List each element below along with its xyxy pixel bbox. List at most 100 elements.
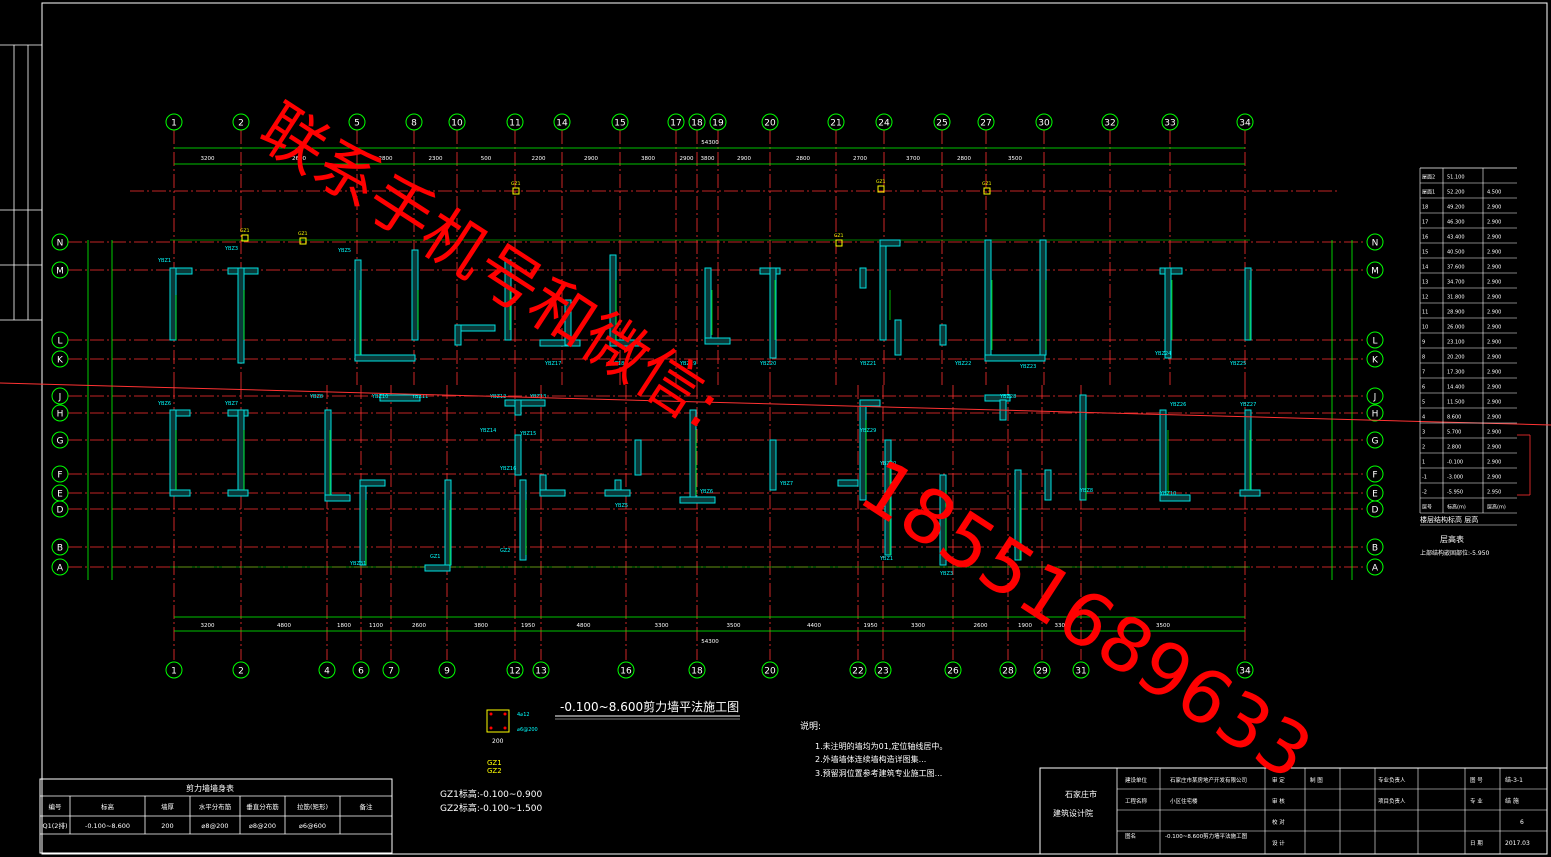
wall-label: YBZ11 <box>411 394 428 400</box>
grid-bubble-label: 1 <box>171 119 177 129</box>
shear-wall-segment <box>879 239 887 341</box>
grid-bubble-label: 6 <box>358 667 364 677</box>
floor-table-cell: 屋面2 <box>1422 175 1435 181</box>
grid-bubble-label: G <box>57 437 64 447</box>
wall-label: GZ1 <box>430 554 440 560</box>
grid-bubble-label: 18 <box>691 119 703 129</box>
dimension-text: 3800 <box>641 156 655 162</box>
dimension-text: 3300 <box>655 623 669 629</box>
wall-label: YBZ8 <box>309 394 323 400</box>
floor-table-cell: 14.400 <box>1447 385 1465 391</box>
floor-table-cell: 15 <box>1422 250 1428 256</box>
gz-marker-label: GZ1 <box>240 228 250 234</box>
shear-wall-segment <box>519 479 527 561</box>
note-item: 1.未注明的墙均为01,定位轴线居中。 <box>815 741 947 751</box>
floor-table-cell: 2.900 <box>1487 220 1501 226</box>
floor-table-note: 上部结构嵌固部位:-5.950 <box>1420 549 1490 557</box>
gz-section <box>486 709 510 733</box>
grid-bubble-label: 19 <box>712 119 724 129</box>
grid-bubble-label: 25 <box>936 119 947 129</box>
wall-label: YBZ19 <box>679 361 696 367</box>
title-block-cell: 工程名称 <box>1125 797 1148 805</box>
wall-table-cell: Q1(2排) <box>43 821 68 830</box>
gz-marker-label: GZ1 <box>834 233 844 239</box>
grid-bubble-label: A <box>1372 564 1379 574</box>
floor-table-cell: 52.200 <box>1447 190 1465 196</box>
grid-bubble-label: 1 <box>171 667 177 677</box>
gz-marker <box>983 187 991 195</box>
grid-bubble-label: 15 <box>614 119 625 129</box>
wall-label: YBZ26 <box>1169 402 1186 408</box>
shear-wall-segment <box>539 489 566 497</box>
grid-bubble-label: 14 <box>556 119 568 129</box>
floor-table-cell: 2.900 <box>1487 325 1501 331</box>
grid-bubble-label: 20 <box>764 119 776 129</box>
wall-label: YBZ1 <box>879 556 893 562</box>
grid-bubble-label: E <box>1372 490 1378 500</box>
grid-bubble-label: B <box>1372 544 1378 554</box>
grid-bubble-right <box>1366 538 1384 556</box>
grid-bubble-top <box>1101 113 1119 131</box>
shear-wall-segment <box>359 479 386 487</box>
grid-bubble-label: E <box>57 490 63 500</box>
gz-marker <box>241 234 249 242</box>
grid-bubble-label: H <box>57 410 64 420</box>
wall-label: YBZ20 <box>759 361 776 367</box>
dimension-text: 2900 <box>584 156 598 162</box>
wall-label: YBZ5 <box>337 248 351 254</box>
floor-table-cell: 31.800 <box>1447 295 1465 301</box>
reference-line <box>0 382 1551 426</box>
wall-label: YBZ22 <box>954 361 971 367</box>
grid-bubble-label: M <box>1371 267 1379 277</box>
wall-label: YBZ7 <box>224 401 238 407</box>
grid-bubble-label: 2 <box>238 667 244 677</box>
gz-rebar: 4⌀12 <box>517 712 530 718</box>
shear-wall-segment <box>984 239 992 356</box>
dimension-text: 3300 <box>911 623 925 629</box>
gz-marker-label: GZ1 <box>298 231 308 237</box>
grid-bubble-right <box>1366 233 1384 251</box>
floor-table-cell: 13 <box>1422 280 1428 286</box>
gz-stirrup: ⌀6@200 <box>517 727 538 733</box>
shear-wall-segment <box>769 439 777 491</box>
wall-table-cell: -0.100~8.600 <box>85 822 130 830</box>
floor-table-cell: 2.900 <box>1487 265 1501 271</box>
grid-bubble-label: 11 <box>509 119 520 129</box>
grid-bubble-top <box>761 113 779 131</box>
grid-bubble-label: 4 <box>324 667 330 677</box>
grid-bubble-label: A <box>57 564 64 574</box>
floor-table-cell: 2.900 <box>1487 235 1501 241</box>
shear-wall-segment <box>679 496 716 504</box>
dimension-text: 1950 <box>864 623 878 629</box>
grid-bubble-top <box>348 113 366 131</box>
grid-bubble-top <box>977 113 995 131</box>
floor-table-cell: 2.800 <box>1447 445 1461 451</box>
shear-wall-segment <box>539 474 547 491</box>
shear-wall-segment <box>1079 394 1087 501</box>
shear-wall-segment <box>704 337 731 345</box>
wall-label: YBZ3 <box>224 246 238 252</box>
grid-bubble-top <box>1035 113 1053 131</box>
grid-bubble-label: B <box>57 544 63 554</box>
total-dimension-bottom: 54300 <box>701 639 719 645</box>
dimension-text: 3800 <box>474 623 488 629</box>
title-block-cell: 设 计 <box>1272 839 1285 847</box>
floor-table-cell: 20.200 <box>1447 355 1465 361</box>
floor-table-cell: 37.600 <box>1447 265 1465 271</box>
grid-bubble-top <box>1161 113 1179 131</box>
gz-marker <box>835 239 843 247</box>
wall-label: YBZ21 <box>859 361 876 367</box>
grid-bubble-left <box>51 233 69 251</box>
gz-marker-label: GZ1 <box>511 181 521 187</box>
floor-table-cell: 2.900 <box>1487 250 1501 256</box>
shear-wall-segment <box>634 439 642 476</box>
wall-label: YBZ6 <box>157 401 171 407</box>
shear-wall-segment <box>379 394 421 402</box>
floor-table-cell: 2.900 <box>1487 295 1501 301</box>
wall-table-header: 拉筋(矩形) <box>297 802 328 811</box>
dimension-text: 2600 <box>292 156 306 162</box>
grid-bubble-label: G <box>1372 437 1379 447</box>
shear-wall-segment <box>504 259 512 341</box>
floor-table-cell: 3 <box>1422 430 1425 436</box>
